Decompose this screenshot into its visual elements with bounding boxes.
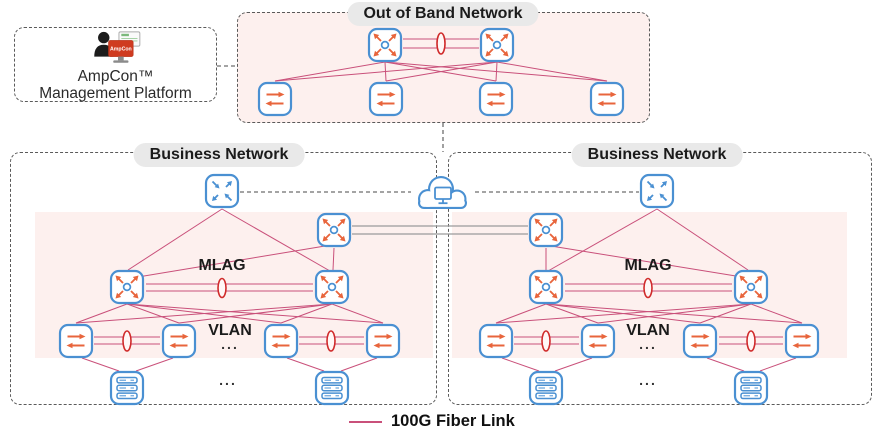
leaf-switch-icon xyxy=(58,323,94,359)
leaf-switch-icon xyxy=(161,323,197,359)
internet-cloud-icon xyxy=(411,170,475,218)
border-spine-switch-icon-right xyxy=(528,212,564,248)
leaf-switch-icon xyxy=(682,323,718,359)
ampcon-screen-label: AmpCon xyxy=(110,46,132,52)
legend: 100G Fiber Link xyxy=(349,412,515,431)
vlan-label-right: VLAN xyxy=(626,322,670,339)
mlag-label-right: MLAG xyxy=(624,257,672,274)
oob-leaf-switch-icon xyxy=(257,81,293,117)
vlan-ellipsis-left: ... xyxy=(221,336,239,352)
oob-leaf-switch-icon xyxy=(368,81,404,117)
vlan-label-left: VLAN xyxy=(208,322,252,339)
mlag-spine-switch-icon xyxy=(528,269,564,305)
gateway-router-icon-right xyxy=(639,173,675,209)
vlan-ellipsis-right: ... xyxy=(639,336,657,352)
mlag-spine-switch-icon xyxy=(733,269,769,305)
server-icon xyxy=(528,370,564,406)
border-spine-switch-icon-left xyxy=(316,212,352,248)
leaf-switch-icon xyxy=(784,323,820,359)
business-network-title-right: Business Network xyxy=(571,143,743,167)
leaf-switch-icon xyxy=(478,323,514,359)
leaf-switch-icon xyxy=(365,323,401,359)
business-left-links xyxy=(75,208,384,372)
mlag-spine-switch-icon xyxy=(109,269,145,305)
dashed-connectors xyxy=(217,65,639,193)
ampcon-title: AmpCon™ xyxy=(77,68,154,85)
oob-leaf-switch-icon xyxy=(589,81,625,117)
ampcon-platform-box xyxy=(14,27,217,102)
mlag-spine-switch-icon xyxy=(314,269,350,305)
business-network-title-left: Business Network xyxy=(133,143,305,167)
leaf-switch-icon xyxy=(263,323,299,359)
server-ellipsis-left: ... xyxy=(219,372,237,388)
oob-network-title: Out of Band Network xyxy=(347,2,539,26)
ampcon-admin-icon: AmpCon xyxy=(94,31,141,63)
oob-leaf-switch-icon xyxy=(478,81,514,117)
legend-label: 100G Fiber Link xyxy=(391,412,515,430)
ampcon-text-block: AmpCon™ Management Platform xyxy=(14,27,217,102)
server-icon xyxy=(109,370,145,406)
oob-spine-switch-icon xyxy=(367,27,403,63)
leaf-switch-icon xyxy=(580,323,616,359)
business-right-links xyxy=(495,208,803,372)
ampcon-subtitle: Management Platform xyxy=(39,85,192,102)
inter-fabric-gray-links xyxy=(352,225,528,235)
gateway-router-icon-left xyxy=(204,173,240,209)
mlag-label-left: MLAG xyxy=(198,257,246,274)
fiber-link-line-sample xyxy=(349,420,382,423)
server-ellipsis-right: ... xyxy=(639,372,657,388)
server-icon xyxy=(733,370,769,406)
oob-spine-switch-icon xyxy=(479,27,515,63)
server-icon xyxy=(314,370,350,406)
oob-links xyxy=(274,32,608,82)
